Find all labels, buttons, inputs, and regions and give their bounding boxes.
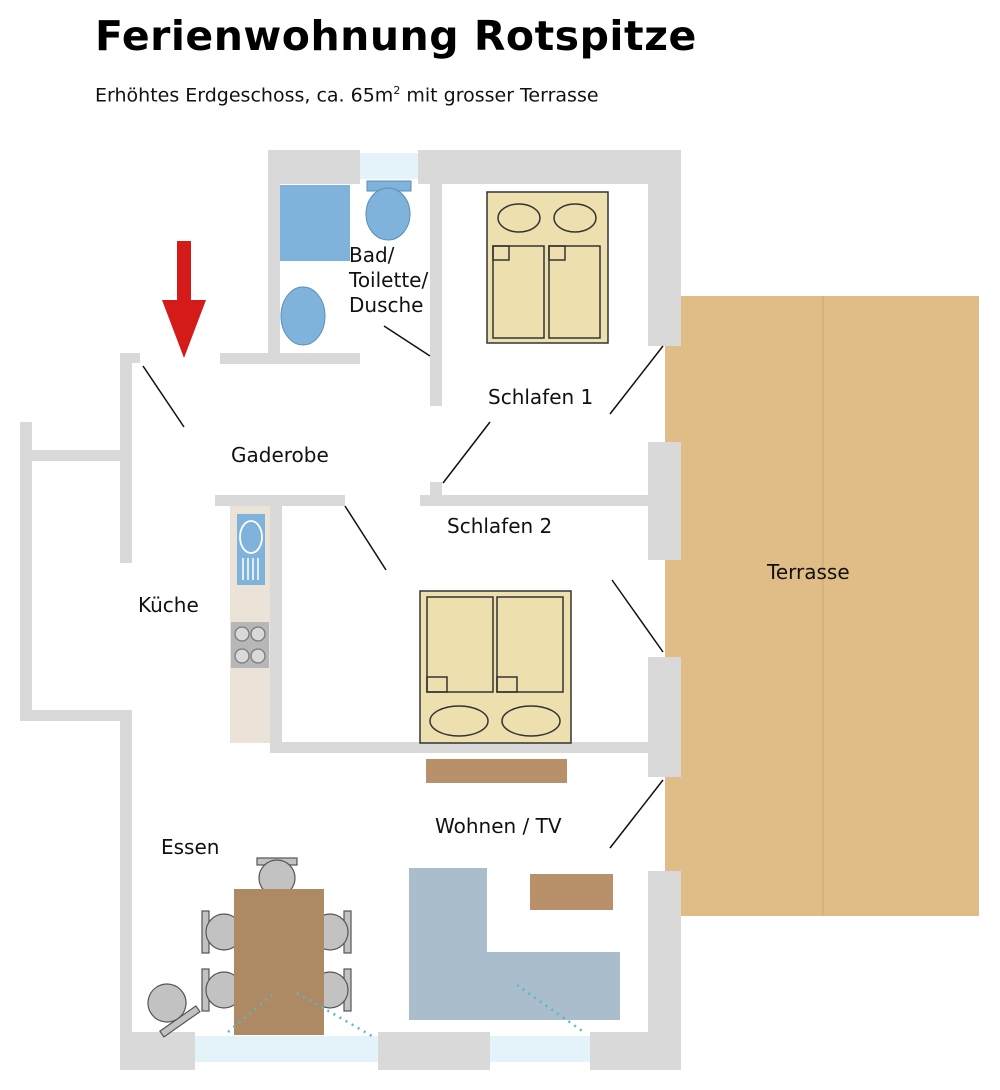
burner xyxy=(234,648,250,664)
sofa xyxy=(409,868,620,1020)
blanket-corner xyxy=(492,245,510,261)
wall xyxy=(648,150,681,346)
windows xyxy=(195,153,590,1062)
wall xyxy=(20,450,132,461)
label-toilette: Toilette/ xyxy=(348,268,428,292)
pillow xyxy=(497,203,541,233)
door-swing-schlafen1 xyxy=(442,421,491,484)
toilet-icon xyxy=(365,187,411,241)
stove-icon xyxy=(231,622,269,668)
wall xyxy=(268,150,360,184)
wall xyxy=(648,442,681,560)
wall xyxy=(420,495,650,506)
door-swing-living-balcony xyxy=(609,779,664,849)
blanket-corner xyxy=(496,676,518,693)
window-light-ray xyxy=(296,991,373,1038)
door-swing-schlafen2 xyxy=(344,505,387,571)
bathroom-fixtures xyxy=(280,180,412,346)
label-wohnen: Wohnen / TV xyxy=(435,814,562,838)
subtitle-superscript: 2 xyxy=(393,84,401,97)
wall xyxy=(20,422,32,720)
wall xyxy=(430,482,442,506)
burner xyxy=(234,626,250,642)
wall xyxy=(648,657,681,777)
washbasin-icon xyxy=(280,286,326,346)
label-essen: Essen xyxy=(161,835,219,859)
terrace-area xyxy=(665,296,979,916)
label-schlafen-2: Schlafen 2 xyxy=(447,514,552,538)
window-light-ray xyxy=(227,994,273,1033)
door-swings xyxy=(142,325,664,849)
sideboard xyxy=(426,759,567,783)
mattress xyxy=(492,245,545,339)
room-labels: Bad/ Toilette/ Dusche Schlafen 1 Gaderob… xyxy=(138,243,850,859)
label-gaderobe: Gaderobe xyxy=(231,443,329,467)
chair xyxy=(147,983,187,1023)
shower-icon xyxy=(280,185,350,261)
wall xyxy=(590,1032,681,1070)
blanket-corner xyxy=(548,245,566,261)
tv-cabinet xyxy=(530,874,613,910)
sink-icon xyxy=(237,514,265,585)
label-terrasse: Terrasse xyxy=(766,560,850,584)
door-swing-schlafen1-balcony xyxy=(609,345,664,415)
dining-table xyxy=(234,889,324,1035)
walls xyxy=(20,150,681,1070)
label-bad: Bad/ xyxy=(349,243,395,267)
bed-schlafen-2 xyxy=(419,590,572,744)
burner xyxy=(250,648,266,664)
pillow xyxy=(501,705,561,737)
window-dining xyxy=(195,1036,378,1062)
sink-bowl xyxy=(239,520,263,554)
wall xyxy=(430,184,442,406)
sink-basin xyxy=(237,514,265,585)
door-swing-entrance xyxy=(142,365,185,428)
door-swing-schlafen2-balcony xyxy=(611,579,664,653)
subtitle-main: Erhöhtes Erdgeschoss, ca. 65m xyxy=(95,84,394,107)
burner xyxy=(250,626,266,642)
blanket-corner xyxy=(426,676,448,693)
subtitle-end: mit grosser Terrasse xyxy=(400,84,599,107)
label-dusche: Dusche xyxy=(349,293,423,317)
wall xyxy=(270,742,650,753)
label-kueche: Küche xyxy=(138,593,199,617)
mattress xyxy=(496,596,564,693)
mattress xyxy=(548,245,601,339)
wall xyxy=(120,710,132,1070)
label-schlafen-1: Schlafen 1 xyxy=(488,385,593,409)
pillow xyxy=(429,705,489,737)
armchair xyxy=(147,983,201,1038)
mattress xyxy=(426,596,494,693)
wall xyxy=(120,1032,195,1070)
window-bathroom xyxy=(360,153,418,179)
wall xyxy=(270,495,282,753)
bed-schlafen-1 xyxy=(486,191,609,344)
pillow xyxy=(553,203,597,233)
dining-set xyxy=(147,857,373,1038)
arrow-down-icon xyxy=(162,241,206,358)
page-title: Ferienwohnung Rotspitze xyxy=(95,12,697,60)
wall xyxy=(220,353,360,364)
terrace xyxy=(665,296,979,916)
door-swing-bathroom xyxy=(383,325,431,357)
window-living xyxy=(490,1036,590,1062)
wall xyxy=(418,150,681,184)
wall xyxy=(378,1032,490,1070)
page-subtitle: Erhöhtes Erdgeschoss, ca. 65m2 mit gross… xyxy=(95,84,599,106)
wall xyxy=(20,710,132,721)
wall xyxy=(268,150,280,364)
